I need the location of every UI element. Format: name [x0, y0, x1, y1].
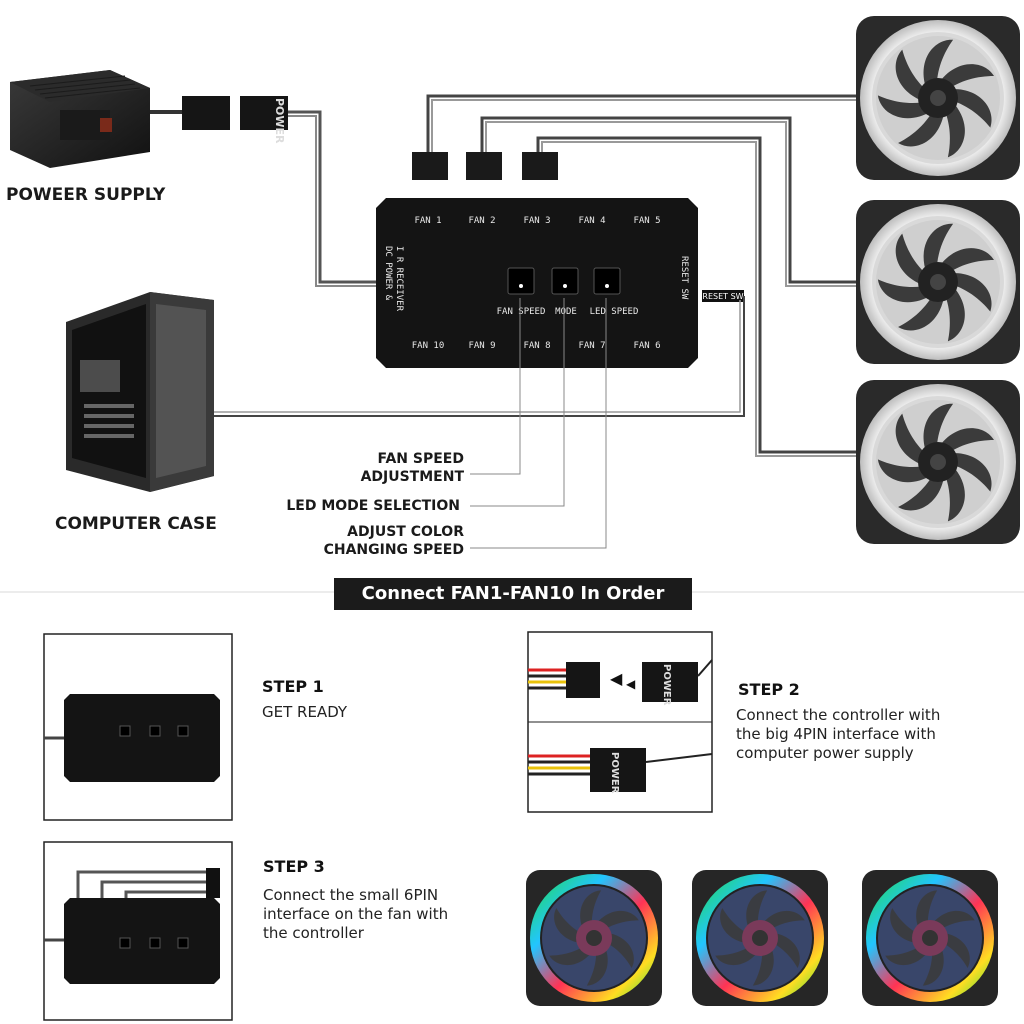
controller-4pin-connector: [240, 96, 288, 130]
computer-case-icon: [66, 292, 214, 492]
hub-mode-label: MODE: [555, 307, 577, 317]
reset-sw-tag: RESET SW: [702, 292, 743, 301]
hub-fan3: FAN 3: [523, 216, 550, 226]
step1-title: STEP 1: [262, 677, 324, 696]
fan-rgb-2: [692, 870, 828, 1006]
power-supply-label: POWEER SUPPLY: [6, 185, 166, 205]
hub-reset-label: RESET SW: [679, 256, 689, 300]
hub-dc-power-label: DC POWER &: [383, 246, 393, 301]
fan-rgb-3: [862, 870, 998, 1006]
power-connector-label: POWER: [273, 98, 286, 144]
step3-title: STEP 3: [263, 857, 325, 876]
hub-fan7: FAN 7: [578, 341, 605, 351]
svg-text:POWER: POWER: [661, 664, 672, 706]
hub-fan5: FAN 5: [633, 216, 660, 226]
mode-button[interactable]: [551, 267, 579, 295]
fan-hub-controller: [376, 198, 698, 368]
led-speed-button[interactable]: [593, 267, 621, 295]
hub-fan-speed-label: FAN SPEED: [497, 307, 546, 317]
svg-text:◀: ◀: [610, 671, 623, 688]
psu-4pin-connector: [182, 96, 230, 130]
hub-led-speed-label: LED SPEED: [590, 307, 639, 317]
hub-fan4: FAN 4: [578, 216, 605, 226]
hub-fan8: FAN 8: [523, 341, 550, 351]
step2-text: Connect the controller with the big 4PIN…: [736, 706, 941, 762]
connect-order-banner: Connect FAN1-FAN10 In Order: [334, 578, 692, 610]
step3-text: Connect the small 6PIN interface on the …: [263, 886, 449, 942]
fan-rgb-1: [526, 870, 662, 1006]
hub-fan9: FAN 9: [468, 341, 495, 351]
hub-ir-label: I R RECEIVER: [394, 246, 404, 312]
computer-case-label: COMPUTER CASE: [55, 514, 217, 534]
svg-text:POWER: POWER: [609, 752, 620, 794]
fan-white-2: [856, 200, 1020, 364]
callout-color-speed: ADJUST COLOR CHANGING SPEED: [323, 524, 464, 558]
fan-white-1: [856, 16, 1020, 180]
step1-text: GET READY: [262, 703, 348, 721]
svg-text:◀: ◀: [626, 677, 636, 691]
step2-title: STEP 2: [738, 680, 800, 699]
fan-white-3: [856, 380, 1020, 544]
callout-led-mode: LED MODE SELECTION: [286, 498, 460, 514]
callout-fan-speed: FAN SPEED ADJUSTMENT: [360, 451, 464, 485]
hub-fan6: FAN 6: [633, 341, 660, 351]
hub-fan10: FAN 10: [412, 341, 445, 351]
power-supply-icon: [10, 70, 150, 168]
hub-fan2: FAN 2: [468, 216, 495, 226]
hub-fan1: FAN 1: [414, 216, 441, 226]
fan-speed-button[interactable]: [507, 267, 535, 295]
